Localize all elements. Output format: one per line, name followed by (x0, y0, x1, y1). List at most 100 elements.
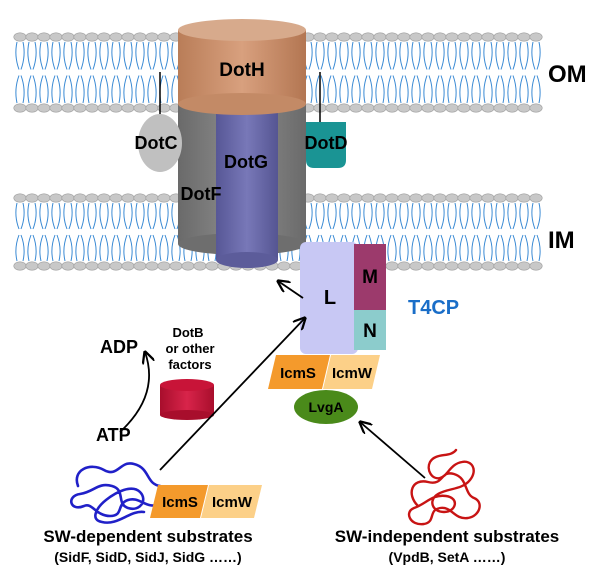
lipid-tail (363, 41, 373, 70)
lipid-head (409, 32, 423, 42)
lipid-head (397, 261, 411, 271)
lipid-tail (135, 75, 145, 104)
lipid-tail (99, 75, 109, 104)
lipid-tail (495, 234, 505, 262)
lipid-tail (147, 202, 157, 230)
lipid-tail (75, 41, 85, 70)
lipid-head (85, 103, 99, 113)
sw-dependent-substrate-scribble (70, 462, 170, 524)
lipid-tail (159, 75, 169, 104)
lipid-head (421, 261, 435, 271)
lipid-head (37, 261, 51, 271)
lipid-tail (447, 75, 457, 104)
sw-dependent-examples: (SidF, SidD, SidJ, SidG ……) (54, 549, 241, 565)
lipid-head (433, 103, 447, 113)
lipid-tail (27, 202, 37, 230)
lipid-head (37, 193, 51, 203)
lipid-tail (51, 202, 61, 230)
lipid-head (121, 193, 135, 203)
lipid-tail (447, 41, 457, 70)
lipid-tail (399, 75, 409, 104)
lipid-tail (87, 75, 97, 104)
lipid-tail (63, 202, 73, 230)
atp-to-adp-arrow (119, 352, 149, 433)
lipid-tail (411, 202, 421, 230)
lipid-head (361, 103, 375, 113)
lipid-head (445, 261, 459, 271)
lipid-tail (375, 41, 385, 70)
lipid-tail (471, 234, 481, 262)
lipid-head (421, 103, 435, 113)
lipid-tail (531, 202, 541, 230)
sw-independent-examples: (VpdB, SetA ……) (389, 549, 506, 565)
im-label: IM (548, 227, 575, 254)
lipid-tail (411, 41, 421, 70)
lipid-tail (435, 202, 445, 230)
lipid-head (529, 261, 543, 271)
lipid-head (481, 32, 495, 42)
lipid-tail (39, 41, 49, 70)
lipid-tail (99, 41, 109, 70)
lipid-head (169, 261, 183, 271)
chaperone-complex (268, 355, 380, 424)
lipid-head (445, 193, 459, 203)
lipid-tail (507, 202, 517, 230)
sw-dependent-icms-label: IcmS (162, 494, 198, 511)
lipid-head (397, 103, 411, 113)
lipid-tail (375, 202, 385, 230)
dotb-label-line2: or other (165, 341, 214, 356)
lipid-head (469, 193, 483, 203)
lipid-tail (123, 75, 133, 104)
lipid-tail (531, 41, 541, 70)
lipid-tail (87, 202, 97, 230)
lipid-head (517, 103, 531, 113)
lipid-head (13, 261, 27, 271)
lipid-head (433, 193, 447, 203)
lipid-head (97, 261, 111, 271)
lipid-head (25, 193, 39, 203)
lipid-head (37, 103, 51, 113)
lipid-tail (363, 75, 373, 104)
lipid-head (397, 32, 411, 42)
lipid-tail (507, 75, 517, 104)
lipid-head (373, 103, 387, 113)
lipid-tail (351, 75, 361, 104)
sw-independent-arrow (360, 422, 426, 479)
lvga-label: LvgA (309, 399, 344, 415)
lipid-tail (459, 234, 469, 262)
lipid-tail (75, 234, 85, 262)
icms-label: IcmS (280, 365, 316, 382)
lipid-head (481, 193, 495, 203)
lipid-head (73, 103, 87, 113)
lipid-tail (63, 41, 73, 70)
lipid-head (13, 103, 27, 113)
lipid-head (445, 103, 459, 113)
lipid-tail (423, 41, 433, 70)
t4cp-n-label: N (363, 321, 377, 342)
lipid-tail (51, 75, 61, 104)
lipid-head (421, 32, 435, 42)
lipid-head (433, 32, 447, 42)
lipid-head (25, 103, 39, 113)
lipid-head (97, 32, 111, 42)
lipid-tail (495, 202, 505, 230)
lipid-tail (459, 41, 469, 70)
lipid-head (517, 32, 531, 42)
lipid-head (145, 261, 159, 271)
lipid-head (385, 103, 399, 113)
lipid-tail (327, 202, 337, 230)
dotf-label: DotF (181, 184, 222, 204)
t4cp-l-label: L (324, 287, 336, 309)
lipid-tail (63, 75, 73, 104)
lipid-head (421, 193, 435, 203)
lipid-tail (435, 75, 445, 104)
lipid-head (481, 261, 495, 271)
lipid-tail (159, 202, 169, 230)
lipid-tail (99, 202, 109, 230)
lipid-head (361, 193, 375, 203)
lipid-tail (411, 75, 421, 104)
lipid-head (529, 103, 543, 113)
lipid-head (97, 193, 111, 203)
lipid-head (109, 32, 123, 42)
lipid-tail (75, 202, 85, 230)
